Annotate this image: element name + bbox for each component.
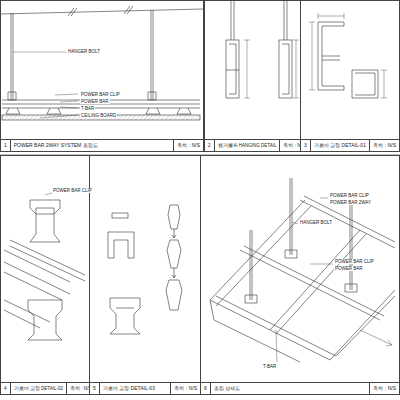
callout-label: POWER BAR CLIP: [334, 259, 375, 264]
panel-title: POWER BAR 2WAY SYSTEM 조립도: [11, 140, 174, 151]
title-strip: POWER BAR 2WAY SYSTEM 조립도축척 : N/S 1: [1, 139, 203, 151]
panel-title: 행거볼트 HANGING DETAIL: [215, 140, 280, 151]
panel-number: 3: [301, 140, 311, 151]
callout-label: HANGER BOLT: [67, 49, 101, 54]
drawing-panel: 조립 상세도축척 : N/S 6: [200, 155, 400, 395]
panel-number: 1: [1, 140, 11, 151]
title-strip: 조립 상세도축척 : N/S 6: [201, 382, 399, 394]
panel-title: 가로바 고정 DETAIL-01: [311, 140, 370, 151]
panel-number: 6: [201, 383, 211, 394]
panel-number: 2: [205, 140, 215, 151]
callout-label: POWER BAR CLIP: [52, 188, 93, 193]
panel-title: 가로바 고정 DETAIL-02: [11, 383, 66, 394]
callout-label: T-BAR: [80, 106, 95, 111]
callout-label: HANGER BOLT: [299, 220, 333, 225]
callout-label: POWER BAR: [80, 99, 110, 104]
drawing-panel: 가로바 고정 DETAIL-03축척 : N/S 5: [89, 155, 201, 395]
callout-label: POWER BAR 2WAY: [329, 200, 372, 205]
scale-note: 축척 : N/S: [173, 140, 203, 151]
callout-label: POWER BAR: [334, 266, 364, 271]
title-strip: 가로바 고정 DETAIL-01축척 : N/S 3: [301, 139, 399, 151]
title-strip: 행거볼트 HANGING DETAIL축척 : N/S2: [205, 139, 300, 151]
panel-title: 가로바 고정 DETAIL-03: [100, 383, 171, 394]
scale-note: 축척 : N/S: [369, 383, 399, 394]
scale-note: 축척 : N/S: [170, 383, 200, 394]
callout-label: POWER BAR CLIP: [80, 92, 121, 97]
title-strip: 가로바 고정 DETAIL-02축척 : N/S4: [1, 382, 89, 394]
title-strip: 가로바 고정 DETAIL-03축척 : N/S 5: [90, 382, 200, 394]
scale-note: 축척 : N/S: [369, 140, 399, 151]
callout-label: T-BAR: [262, 364, 277, 369]
panel-number: 5: [90, 383, 100, 394]
drawing-panel: 행거볼트 HANGING DETAIL축척 : N/S2: [204, 0, 301, 152]
drawing-panel: 가로바 고정 DETAIL-01축척 : N/S 3: [300, 0, 400, 152]
callout-label: CEILING BOARD: [80, 113, 117, 118]
panel-number: 4: [1, 383, 11, 394]
callout-label: POWER BAR CLIP: [329, 193, 370, 198]
drawing-panel: POWER BAR 2WAY SYSTEM 조립도축척 : N/S 1: [0, 0, 204, 152]
panel-title: 조립 상세도: [211, 383, 370, 394]
